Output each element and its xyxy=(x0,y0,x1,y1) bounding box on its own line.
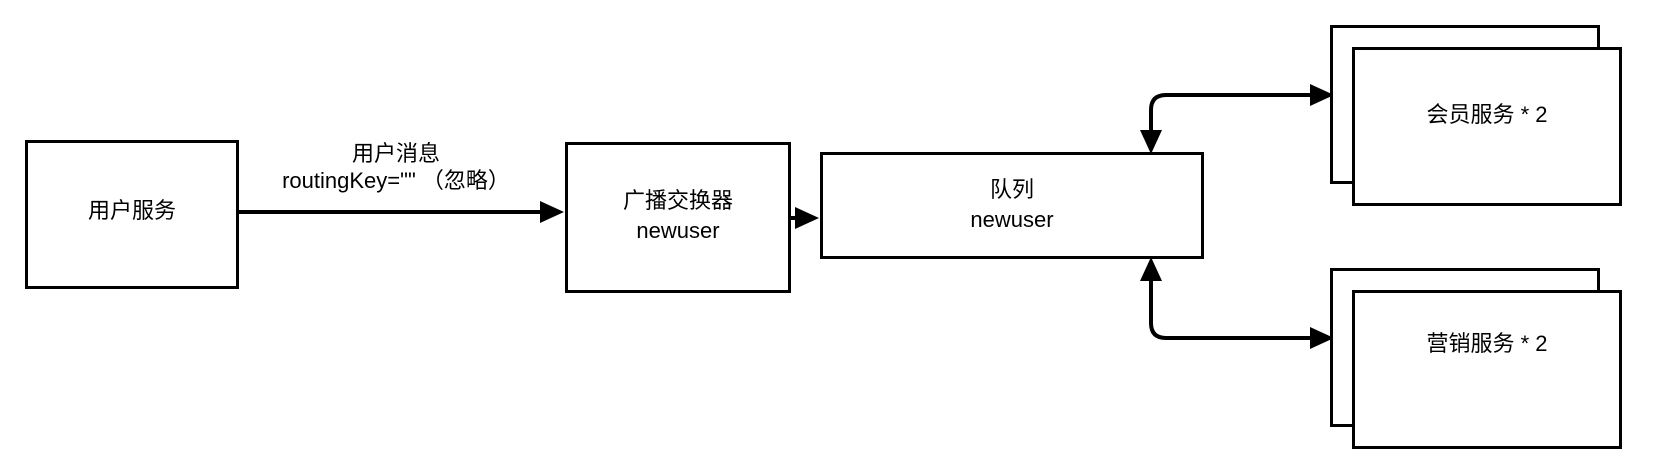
arrow-head-up-into-queue xyxy=(1140,257,1162,281)
edge-user-service-to-exchange: 用户消息 routingKey="" （忽略） xyxy=(238,141,564,223)
edge-queue-to-member-path xyxy=(1149,93,1320,137)
node-marketing-service[interactable]: 营销服务 * 2 xyxy=(1330,268,1622,449)
member-service-box-front[interactable] xyxy=(1352,47,1622,206)
node-member-service[interactable]: 会员服务 * 2 xyxy=(1330,25,1622,206)
edge-queue-to-marketing-service xyxy=(1140,257,1334,349)
arrow-head-into-member-service xyxy=(1310,84,1334,106)
queue-label-line2: newuser xyxy=(970,207,1053,232)
arrow-head-down-into-queue xyxy=(1140,130,1162,154)
edge-exchange-to-queue xyxy=(790,207,819,229)
edge-user-to-exchange-label-line1: 用户消息 xyxy=(352,141,440,166)
queue-label-line1: 队列 xyxy=(990,177,1034,202)
arrow-head-into-queue xyxy=(795,207,819,229)
arrow-head-into-exchange xyxy=(540,201,564,223)
edge-queue-to-member-service xyxy=(1140,84,1334,154)
exchange-label-line2: newuser xyxy=(636,218,719,243)
user-service-label: 用户服务 xyxy=(88,198,176,223)
queue-box[interactable] xyxy=(820,152,1204,259)
member-service-label: 会员服务 * 2 xyxy=(1426,102,1547,127)
user-service-box[interactable] xyxy=(25,140,239,289)
arrow-head-into-marketing-service xyxy=(1310,327,1334,349)
marketing-service-box-front[interactable] xyxy=(1352,290,1622,449)
node-queue[interactable]: 队列 newuser xyxy=(820,152,1204,259)
node-exchange[interactable]: 广播交换器 newuser xyxy=(565,142,791,293)
edge-queue-to-marketing-path xyxy=(1149,274,1320,340)
marketing-service-label: 营销服务 * 2 xyxy=(1426,331,1547,356)
node-user-service[interactable]: 用户服务 xyxy=(25,140,239,289)
exchange-label-line1: 广播交换器 xyxy=(623,188,733,213)
edge-user-to-exchange-label-line2: routingKey="" （忽略） xyxy=(282,168,510,193)
exchange-box[interactable] xyxy=(565,142,791,293)
